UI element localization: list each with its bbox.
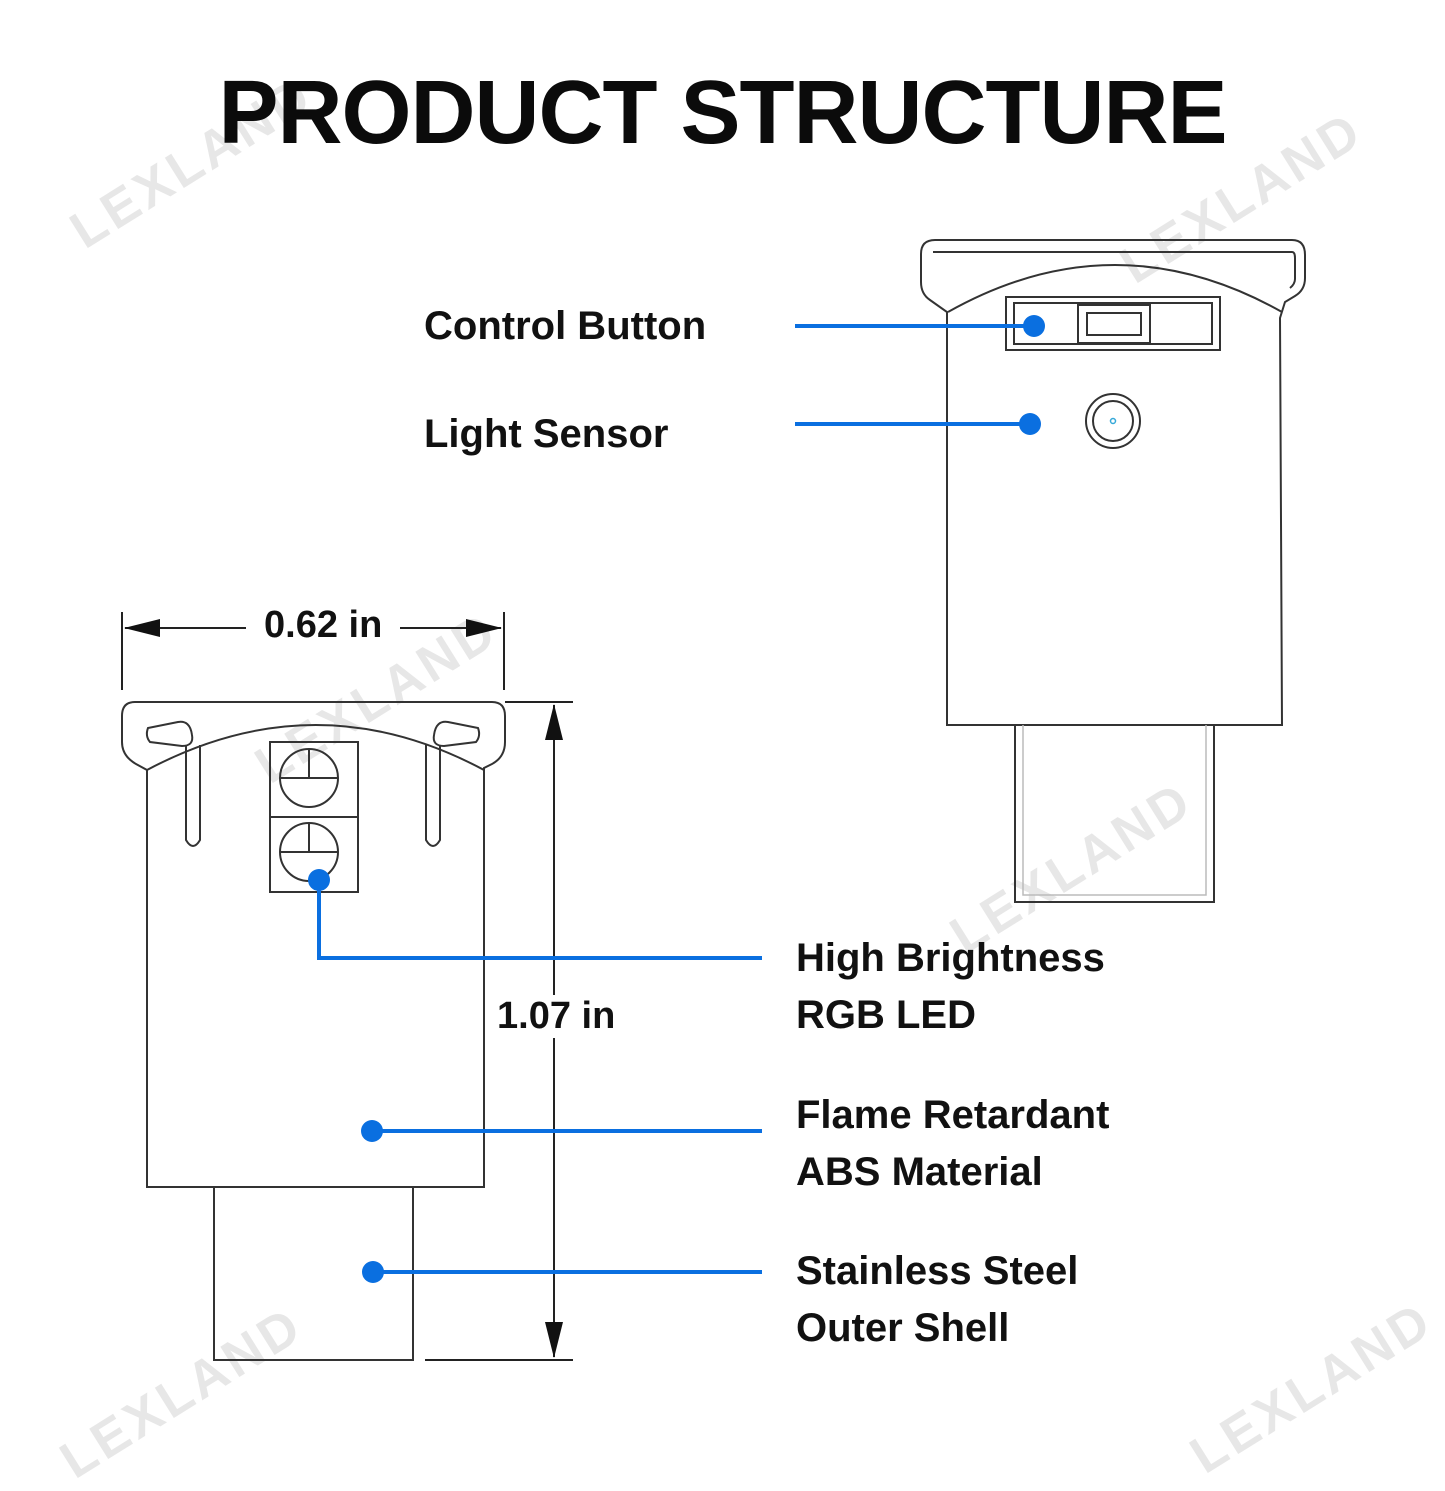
callout-dot-steel [362, 1261, 384, 1283]
light-sensor-center [1109, 417, 1117, 425]
label-steel-line1: Stainless Steel [796, 1249, 1079, 1293]
dimension-arrows [124, 619, 563, 1358]
device-front-view [920, 239, 1306, 903]
callout-dot-abs [361, 1120, 383, 1142]
width-dimension-label: 0.62 in [246, 604, 401, 647]
rgb-led-shape [269, 741, 359, 893]
light-sensor-shape [1085, 393, 1141, 449]
callout-dot-control-button [1023, 315, 1045, 337]
label-steel-line2: Outer Shell [796, 1306, 1010, 1350]
label-rgb-led-line2: RGB LED [796, 993, 976, 1037]
product-drawing [121, 239, 1306, 1361]
label-control-button: Control Button [424, 304, 707, 348]
page-title: PRODUCT STRUCTURE [218, 63, 1228, 163]
callout-lines [317, 324, 1034, 1274]
callout-dot-rgb-led [308, 869, 330, 891]
label-light-sensor: Light Sensor [424, 412, 669, 456]
label-rgb-led-line1: High Brightness [796, 936, 1105, 980]
callout-line-rgb-led [317, 880, 762, 960]
label-abs-line2: ABS Material [796, 1150, 1043, 1194]
callout-dot-light-sensor [1019, 413, 1041, 435]
height-dimension-label: 1.07 in [497, 995, 616, 1038]
device-side-view [121, 701, 506, 1361]
label-abs-line1: Flame Retardant [796, 1093, 1110, 1137]
control-button-shape [1005, 296, 1221, 351]
callout-dots [308, 315, 1045, 1283]
